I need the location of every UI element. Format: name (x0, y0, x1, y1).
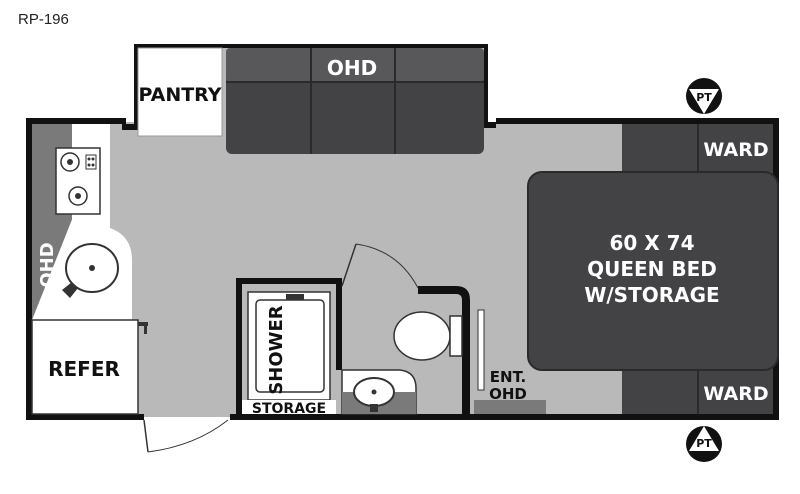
shower: SHOWER (247, 291, 331, 401)
bathroom-door (341, 243, 419, 289)
sink-icon (65, 243, 119, 293)
bed-label-line3: W/STORAGE (584, 283, 719, 307)
pantry-label: PANTRY (138, 84, 221, 106)
ohd-top-label: OHD (327, 56, 377, 80)
refrigerator (31, 319, 139, 415)
bed-label-line2: QUEEN BED (587, 257, 717, 281)
ent-label-line1: ENT. (490, 368, 526, 386)
ward-top-label: WARD (703, 139, 768, 161)
stove-icon (55, 147, 101, 215)
toilet-icon (393, 311, 463, 361)
bed-label-line1: 60 X 74 (609, 231, 694, 255)
entry-door (143, 418, 229, 453)
storage-label: STORAGE (252, 401, 326, 417)
pt-bottom-label: PT (696, 437, 712, 450)
model-title: RP-196 (18, 11, 69, 28)
storage (242, 400, 336, 414)
ent-ohd-cabinet (474, 400, 546, 414)
bathroom-sink-icon (341, 369, 417, 415)
refer-label: REFER (48, 357, 120, 381)
pt-marker-top: PT (686, 78, 722, 114)
queen-bed (527, 171, 779, 371)
shower-label: SHOWER (266, 305, 287, 394)
ent-label-line2: OHD (489, 385, 527, 403)
ohd-left-label: OHD (37, 242, 58, 287)
ward-bottom-label: WARD (703, 383, 768, 405)
faucet-icon (62, 282, 78, 298)
ent-panel (477, 309, 485, 391)
pt-top-label: PT (696, 91, 712, 104)
pantry (137, 47, 223, 137)
pt-marker-bottom: PT (686, 426, 722, 462)
